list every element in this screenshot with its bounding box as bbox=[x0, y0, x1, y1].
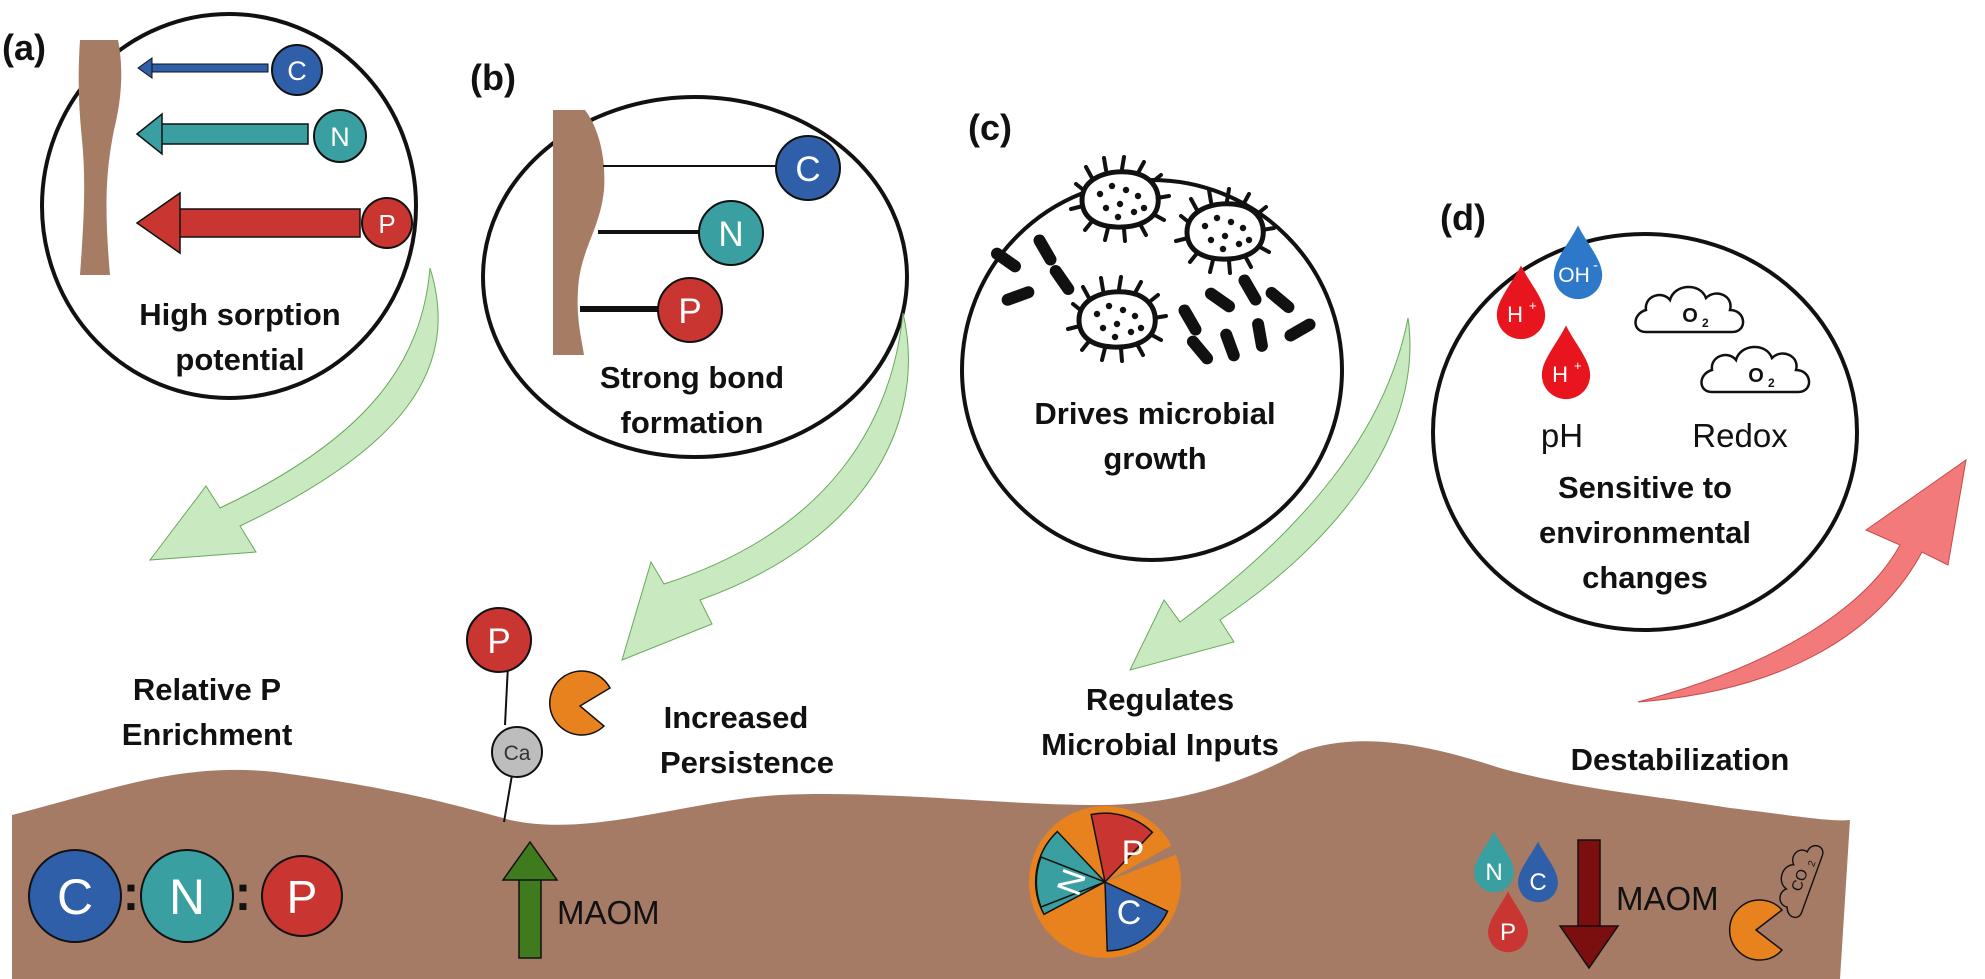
hplus-droplet-icon: H + bbox=[1541, 325, 1591, 400]
oxygen-cloud-icon: O 2 bbox=[1700, 345, 1811, 394]
panel-d-label: (d) bbox=[1440, 197, 1486, 238]
pacman-icon bbox=[1728, 899, 1784, 961]
curved-arrow-c bbox=[1129, 317, 1411, 671]
svg-text:+: + bbox=[1574, 358, 1582, 373]
svg-text:C: C bbox=[795, 150, 820, 189]
outcome-a-2: Enrichment bbox=[122, 717, 293, 752]
svg-text:P: P bbox=[678, 292, 701, 331]
panel-c-caption-2: growth bbox=[1103, 441, 1206, 476]
ion-p-b: P bbox=[657, 277, 723, 343]
sorption-arrow-c bbox=[137, 57, 269, 79]
destabilization-arrow bbox=[1637, 458, 1967, 703]
sorption-arrow-n bbox=[135, 112, 309, 156]
svg-text:P: P bbox=[1500, 919, 1516, 946]
panel-c-caption-1: Drives microbial bbox=[1034, 396, 1275, 431]
hplus-droplet-icon: H + bbox=[1496, 265, 1546, 340]
mineral-surface-b bbox=[553, 110, 605, 355]
curved-arrow-a bbox=[148, 267, 439, 561]
ratio-n: N bbox=[140, 849, 234, 943]
ion-c-b: C bbox=[775, 135, 841, 201]
ph-label: pH bbox=[1541, 417, 1583, 454]
svg-text:2: 2 bbox=[1702, 316, 1709, 330]
ratio-separator: : bbox=[123, 865, 140, 921]
panel-a-caption-2: potential bbox=[175, 342, 304, 377]
svg-text:Ca: Ca bbox=[504, 742, 531, 765]
maom-increase-arrow bbox=[501, 840, 559, 959]
svg-text:2: 2 bbox=[1806, 859, 1818, 868]
ion-p-bound: P bbox=[466, 607, 532, 673]
sorption-arrow-p bbox=[135, 191, 361, 255]
c-droplet-icon: C bbox=[1518, 841, 1558, 903]
svg-text:CO: CO bbox=[1788, 867, 1812, 894]
ion-n-b: N bbox=[698, 200, 764, 266]
svg-text:N: N bbox=[718, 215, 743, 254]
outcome-b-1: Increased bbox=[664, 700, 809, 735]
n-droplet-icon: N bbox=[1474, 831, 1514, 893]
ratio-p: P bbox=[261, 855, 343, 937]
svg-text:C: C bbox=[57, 869, 93, 925]
panel-a-circle bbox=[40, 12, 418, 400]
svg-text:N: N bbox=[330, 122, 350, 152]
svg-text:C: C bbox=[1529, 869, 1546, 896]
oxygen-cloud-icon: O 2 bbox=[1634, 285, 1745, 334]
svg-text:O: O bbox=[1748, 365, 1764, 387]
ion-ca: Ca bbox=[491, 726, 543, 778]
maom-decrease-arrow bbox=[1558, 839, 1620, 970]
svg-text:-: - bbox=[1593, 257, 1598, 274]
svg-text:P: P bbox=[287, 871, 318, 923]
mineral-surface-a bbox=[78, 40, 122, 275]
outcome-c-2: Microbial Inputs bbox=[1041, 727, 1279, 762]
panel-d-circle bbox=[1431, 232, 1859, 632]
svg-text:N: N bbox=[1485, 859, 1502, 886]
panel-a-label: (a) bbox=[2, 27, 46, 68]
pacman-icon bbox=[548, 670, 611, 736]
panel-c-label: (c) bbox=[968, 107, 1012, 148]
maom-label-up: MAOM bbox=[557, 894, 660, 931]
svg-text:P: P bbox=[1122, 834, 1145, 872]
svg-text:P: P bbox=[378, 209, 395, 239]
svg-text:H: H bbox=[1507, 302, 1523, 327]
co2-cloud-icon: CO 2 bbox=[1768, 837, 1826, 920]
redox-label: Redox bbox=[1692, 417, 1788, 454]
ratio-separator: : bbox=[235, 865, 252, 921]
ion-p-a: P bbox=[361, 197, 413, 249]
panel-d-caption-3: changes bbox=[1582, 560, 1708, 595]
curved-arrow-b bbox=[621, 312, 909, 661]
p-droplet-icon: P bbox=[1488, 891, 1528, 953]
svg-text:2: 2 bbox=[1768, 376, 1775, 390]
panel-d-caption-2: environmental bbox=[1539, 515, 1751, 550]
svg-text:C: C bbox=[287, 56, 307, 86]
panel-b-caption-1: Strong bond bbox=[600, 360, 784, 395]
svg-text:+: + bbox=[1529, 298, 1537, 313]
panel-b-circle bbox=[481, 95, 909, 459]
outcome-b-2: Persistence bbox=[660, 745, 834, 780]
ca-p-bond bbox=[504, 664, 509, 726]
outcome-c-1: Regulates bbox=[1086, 682, 1234, 717]
soil-ground bbox=[12, 741, 1850, 979]
ohminus-droplet-icon: OH - bbox=[1553, 225, 1603, 300]
outcome-d: Destabilization bbox=[1571, 742, 1790, 777]
maom-label-down: MAOM bbox=[1616, 880, 1719, 917]
svg-text:O: O bbox=[1682, 305, 1698, 327]
cnp-pie-icon: P N C bbox=[1029, 806, 1187, 958]
ion-c-a: C bbox=[271, 44, 323, 96]
svg-text:OH: OH bbox=[1558, 264, 1590, 287]
svg-text:H: H bbox=[1552, 362, 1568, 387]
ca-soil-bond bbox=[503, 774, 513, 823]
panel-c-circle bbox=[960, 178, 1344, 562]
ion-n-a: N bbox=[313, 109, 367, 163]
svg-text:N: N bbox=[169, 869, 205, 925]
panel-a-caption-1: High sorption bbox=[139, 297, 340, 332]
svg-text:P: P bbox=[487, 622, 510, 661]
ratio-c: C bbox=[28, 849, 122, 943]
outcome-a-1: Relative P bbox=[133, 672, 281, 707]
panel-d-caption-1: Sensitive to bbox=[1558, 470, 1732, 505]
panel-b-caption-2: formation bbox=[621, 405, 764, 440]
svg-text:C: C bbox=[1117, 894, 1142, 932]
panel-b-label: (b) bbox=[470, 57, 516, 98]
